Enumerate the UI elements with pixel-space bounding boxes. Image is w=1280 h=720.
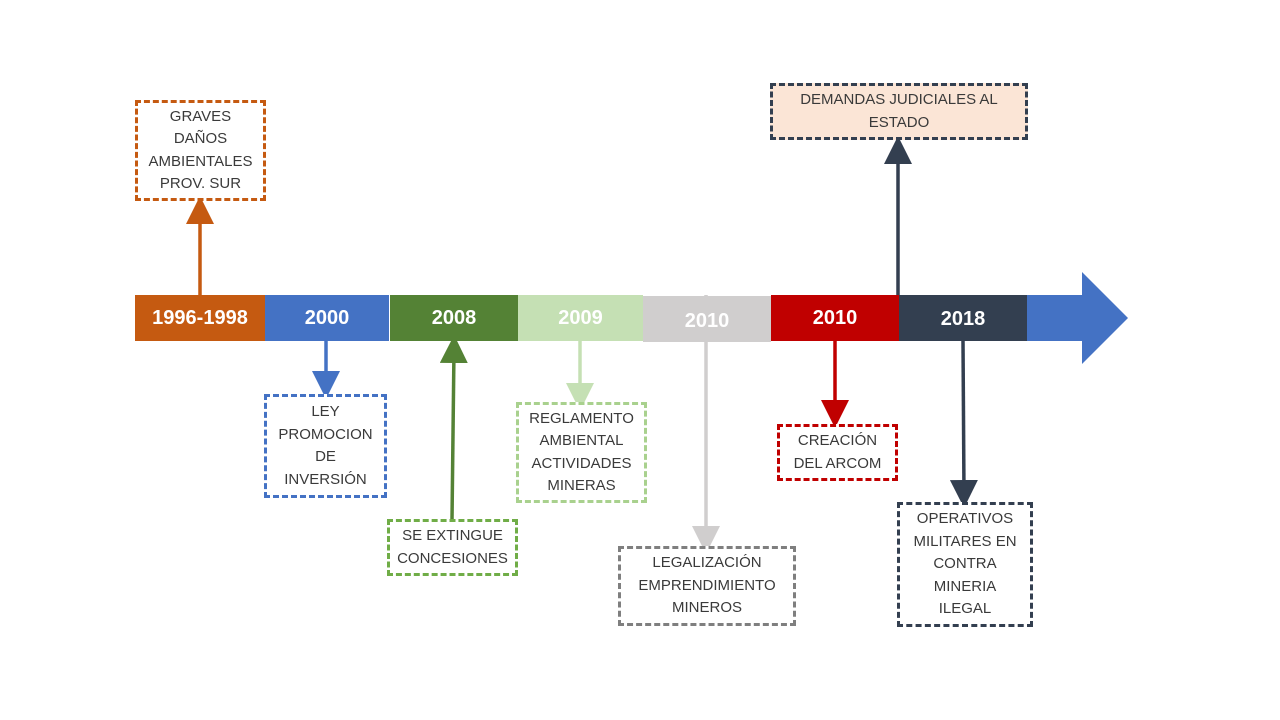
segment-2000: 2000 [265,295,389,341]
event-graves-danos: GRAVES DAÑOS AMBIENTALES PROV. SUR [135,100,266,201]
event-text: LEGALIZACIÓN EMPRENDIMIENTO MINEROS [638,554,776,617]
segment-2010-a: 2010 [643,296,771,342]
segment-2010-b: 2010 [771,295,899,341]
event-creacion-arcom: CREACIÓN DEL ARCOM [777,424,898,481]
event-ley-promocion: LEY PROMOCION DE INVERSIÓN [264,394,387,498]
event-text: GRAVES DAÑOS AMBIENTALES PROV. SUR [148,107,253,193]
event-text: SE EXTINGUE CONCESIONES [397,527,508,567]
event-se-extingue: SE EXTINGUE CONCESIONES [387,519,518,576]
segment-1996-1998: 1996-1998 [135,295,265,341]
segment-2018: 2018 [899,295,1027,341]
connector-2008 [439,335,468,521]
connector-2018 [949,340,978,508]
segment-2009: 2009 [518,295,643,341]
timeline-arrow-head [1026,272,1128,364]
event-text: REGLAMENTO AMBIENTAL ACTIVIDADES MINERAS [529,409,634,495]
event-demandas-judiciales: DEMANDAS JUDICIALES AL ESTADO [770,83,1028,140]
segment-2008: 2008 [390,295,518,341]
event-text: LEY PROMOCION DE INVERSIÓN [278,403,373,488]
event-text: DEMANDAS JUDICIALES AL ESTADO [800,91,998,131]
event-legalizacion: LEGALIZACIÓN EMPRENDIMIENTO MINEROS [618,546,796,626]
event-text: CREACIÓN DEL ARCOM [793,432,882,472]
event-reglamento: REGLAMENTO AMBIENTAL ACTIVIDADES MINERAS [516,402,647,503]
event-text: OPERATIVOS MILITARES EN CONTRA MINERIA I… [913,510,1017,618]
event-operativos-militares: OPERATIVOS MILITARES EN CONTRA MINERIA I… [897,502,1033,627]
